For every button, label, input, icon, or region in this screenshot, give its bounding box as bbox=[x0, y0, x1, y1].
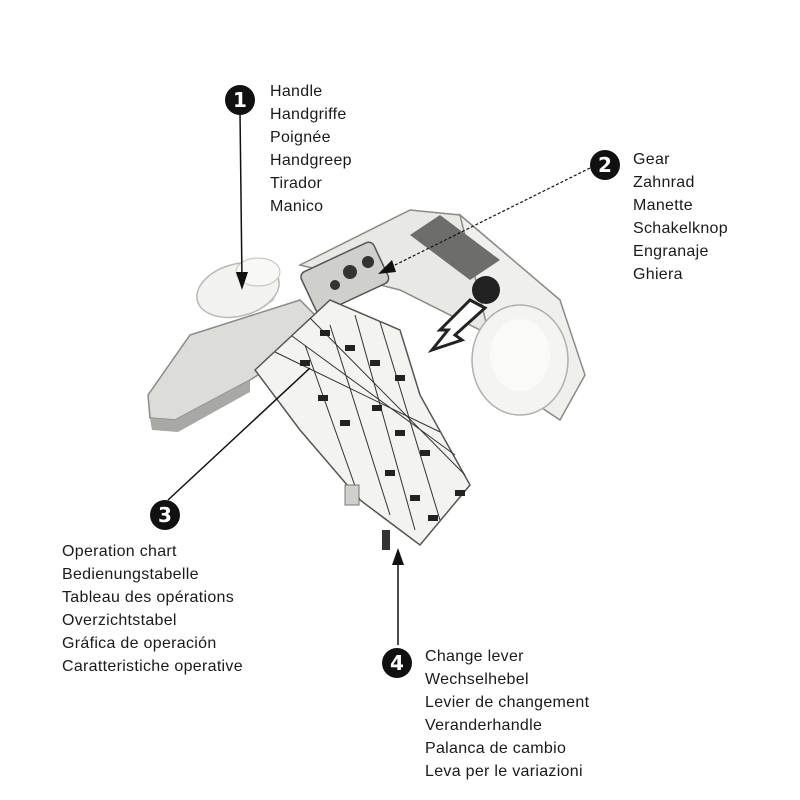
direction-arrow bbox=[427, 298, 488, 354]
gear-part bbox=[343, 265, 357, 279]
label-fr: Tableau des opérations bbox=[62, 589, 235, 606]
side-knob-highlight bbox=[490, 319, 550, 391]
label-en: Handle bbox=[270, 83, 323, 100]
label-de: Handgriffe bbox=[270, 106, 347, 123]
label-de: Wechselhebel bbox=[425, 671, 529, 688]
label-es: Tirador bbox=[270, 175, 323, 192]
leader-arrow-4 bbox=[392, 548, 404, 565]
leader-line-2 bbox=[384, 167, 591, 271]
label-nl: Veranderhandle bbox=[425, 717, 543, 734]
handle-labels: Handle Handgriffe Poignée Handgreep Tira… bbox=[270, 80, 352, 218]
callout-number-3: 3 bbox=[150, 500, 180, 530]
label-en: Change lever bbox=[425, 648, 524, 665]
label-en: Gear bbox=[633, 151, 670, 168]
base-plate-edge bbox=[150, 380, 250, 432]
change-lever-labels: Change lever Wechselhebel Levier de chan… bbox=[425, 645, 589, 783]
label-de: Zahnrad bbox=[633, 174, 695, 191]
leader-arrow-2 bbox=[378, 260, 396, 274]
leader-arrow-1 bbox=[236, 272, 248, 290]
leader-line-1 bbox=[239, 111, 243, 283]
label-fr: Manette bbox=[633, 197, 693, 214]
callout-number-1: 1 bbox=[225, 85, 255, 115]
label-it: Leva per le variazioni bbox=[425, 763, 583, 780]
operation-chart-cells bbox=[274, 314, 466, 531]
label-fr: Levier de changement bbox=[425, 694, 590, 711]
label-it: Ghiera bbox=[633, 266, 683, 283]
top-recess bbox=[410, 215, 500, 280]
callout-number-2: 2 bbox=[590, 150, 620, 180]
label-it: Manico bbox=[270, 198, 324, 215]
label-nl: Overzichtstabel bbox=[62, 612, 177, 629]
label-nl: Handgreep bbox=[270, 152, 352, 169]
label-nl: Schakelknop bbox=[633, 220, 728, 237]
gear-part bbox=[362, 256, 374, 268]
leader-line-3 bbox=[167, 367, 311, 501]
operation-chart-marks bbox=[300, 330, 465, 521]
label-en: Operation chart bbox=[62, 543, 177, 560]
label-es: Engranaje bbox=[633, 243, 709, 260]
callout-number-4: 4 bbox=[382, 648, 412, 678]
gear-labels: Gear Zahnrad Manette Schakelknop Engrana… bbox=[633, 148, 728, 286]
indicator-disc bbox=[472, 276, 500, 304]
gear-part bbox=[330, 280, 340, 290]
operation-chart-labels: Operation chart Bedienungstabelle Tablea… bbox=[62, 540, 243, 678]
label-es: Gráfica de operación bbox=[62, 635, 217, 652]
side-tab bbox=[344, 484, 360, 506]
label-it: Caratteristiche operative bbox=[62, 658, 243, 675]
change-lever bbox=[382, 530, 390, 550]
label-de: Bedienungstabelle bbox=[62, 566, 199, 583]
label-fr: Poignée bbox=[270, 129, 331, 146]
label-es: Palanca de cambio bbox=[425, 740, 567, 757]
